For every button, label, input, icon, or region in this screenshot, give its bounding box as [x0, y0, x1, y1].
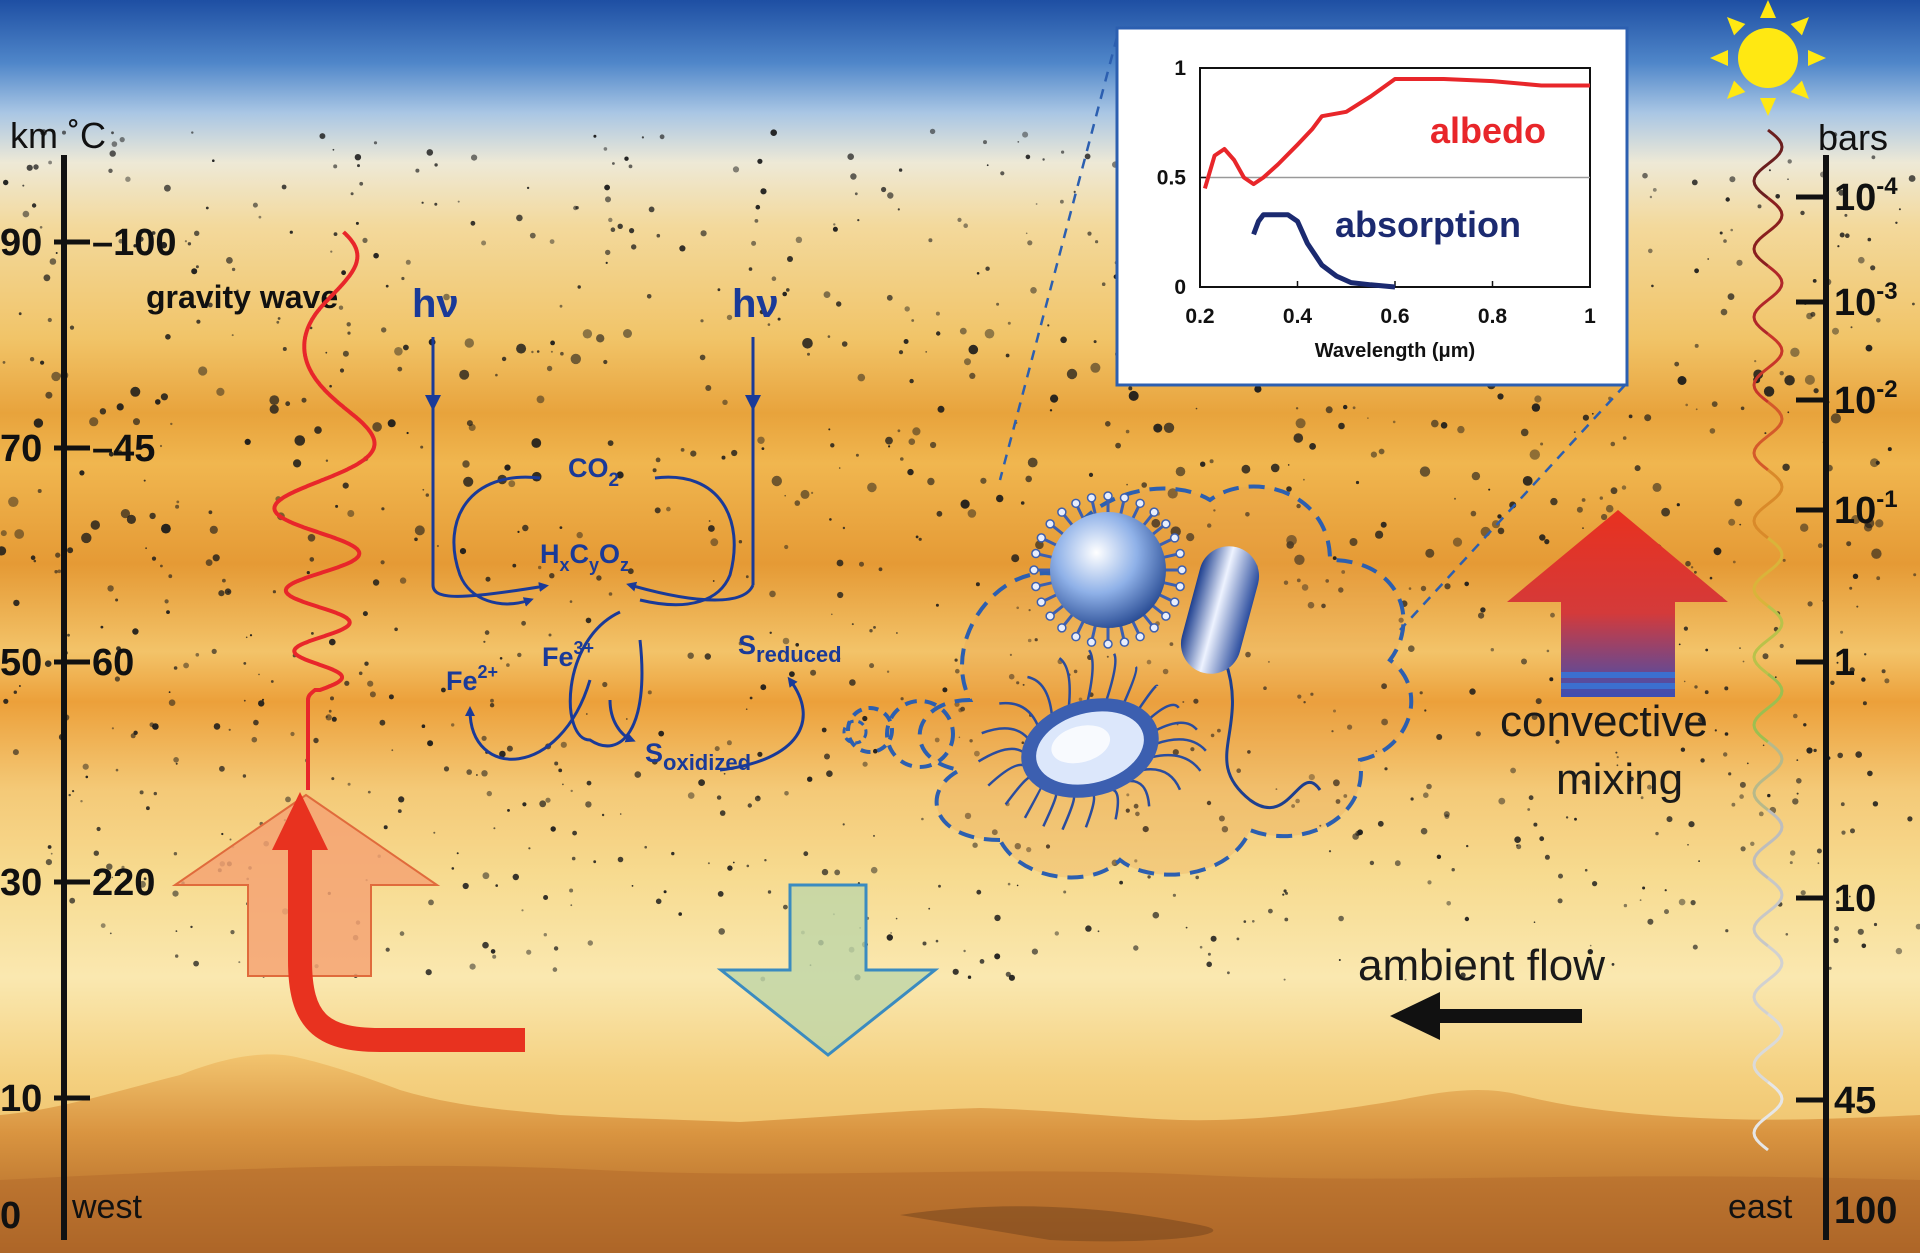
fe2-label: Fe2+ [446, 662, 498, 696]
s-reduced-label: Sreduced [738, 630, 842, 667]
right-tick-pressure: 10-1 [1834, 486, 1898, 532]
left-tick-temp: 220 [92, 862, 155, 904]
oval-bacterium [977, 649, 1207, 831]
right-tick-pressure: 100 [1834, 1190, 1897, 1232]
inset-x-tick: 0.2 [1185, 305, 1214, 328]
series-label-absorption: absorption [1335, 204, 1521, 245]
inset-x-tick: 0.4 [1283, 305, 1313, 328]
venus-surface [0, 1054, 1920, 1253]
left-tick-km: 0 [0, 1195, 21, 1237]
left-tick-temp: –45 [92, 428, 155, 470]
gravity-wave-label: gravity wave [146, 279, 338, 315]
right-tick-pressure: 10-3 [1834, 278, 1898, 324]
fe3-label: Fe3+ [542, 638, 594, 672]
inset-x-label: Wavelength (μm) [1315, 340, 1475, 362]
series-line-albedo [1202, 77, 1590, 189]
settling-arrow [716, 883, 940, 1057]
ambient-flow-label: ambient flow [1358, 941, 1605, 990]
s-oxidized-label: Soxidized [645, 738, 751, 775]
inset-y-tick: 0 [1174, 276, 1186, 299]
left-tick-km: 50 [0, 642, 42, 684]
photon-right: hν [732, 282, 779, 326]
series-line-absorption [1251, 212, 1396, 290]
left-tick-km: 30 [0, 862, 42, 904]
inset-y-tick: 0.5 [1157, 167, 1187, 190]
right-tick-pressure: 10-4 [1834, 173, 1898, 219]
inset-x-tick: 0.8 [1478, 305, 1508, 328]
left-tick-km: 10 [0, 1078, 42, 1120]
upwelling-arrow [171, 792, 525, 1052]
right-axis: bars 10-4 10-3 10-2 10-1 1 10 45 100 east [1728, 117, 1898, 1240]
inset-y-tick: 1 [1174, 57, 1186, 80]
cloud-particles [0, 128, 1920, 982]
convective-mixing-arrow [1507, 510, 1728, 697]
microbe-cloud [842, 36, 1626, 880]
spherical-microbe [1029, 491, 1187, 649]
left-axis-units: km ˚C [10, 115, 106, 156]
convective-label-line2: mixing [1556, 755, 1683, 804]
right-tick-pressure: 10-2 [1834, 376, 1898, 422]
left-tick-km: 70 [0, 428, 42, 470]
inset-x-tick: 1 [1584, 305, 1596, 328]
co2-label: CO2 [568, 453, 619, 491]
organic-label: HxCyOz [540, 539, 629, 575]
left-tick-temp: –100 [92, 222, 177, 264]
inset-x-tick: 0.6 [1380, 305, 1409, 328]
ambient-flow-arrow [1390, 992, 1582, 1040]
left-tick-km: 90 [0, 222, 42, 264]
spectrum-wave [1752, 128, 1784, 1152]
chemistry-labels: hν hν CO2 HxCyOz Fe2+ Fe3+ Sreduced Soxi… [412, 282, 842, 775]
right-tick-pressure: 45 [1834, 1080, 1876, 1122]
right-tick-pressure: 10 [1834, 878, 1876, 920]
direction-west: west [71, 1188, 142, 1226]
convective-label-line1: convective [1500, 697, 1708, 746]
photon-left: hν [412, 282, 459, 326]
photochemical-cycle [425, 337, 805, 772]
direction-east: east [1728, 1188, 1793, 1226]
gravity-wave: gravity wave [146, 230, 377, 790]
left-axis: km ˚C 90 –100 70 –45 50 60 30 220 10 0 west [0, 115, 177, 1240]
series-label-albedo: albedo [1430, 110, 1546, 151]
left-tick-temp: 60 [92, 642, 134, 684]
right-tick-pressure: 1 [1834, 642, 1855, 684]
sun-icon [1710, 0, 1826, 116]
right-axis-units: bars [1818, 117, 1888, 158]
rod-bacterium [1180, 546, 1322, 809]
